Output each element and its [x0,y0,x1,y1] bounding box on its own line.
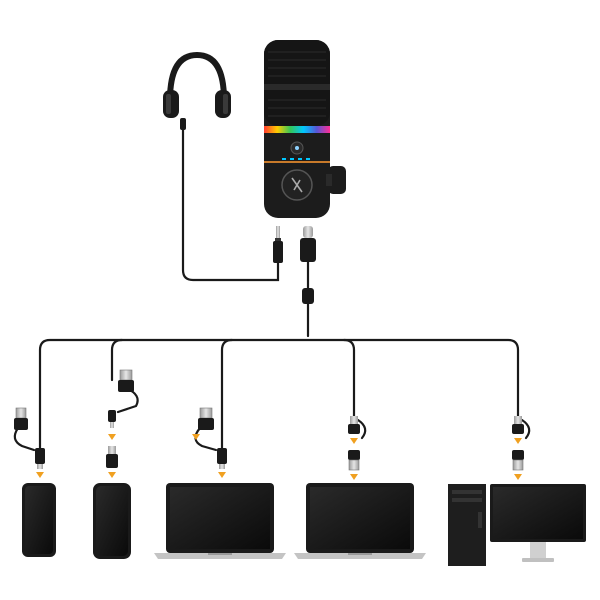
phone-right-connector [106,369,134,478]
desktop-connector [512,416,524,480]
rgb-ring [264,126,330,133]
branch-phone-right [110,338,124,382]
microphone-icon [264,40,346,218]
laptop-left-connector [192,407,227,478]
usb-c-plug-icon [300,226,316,262]
headphones-icon [163,51,231,130]
smartphone-icon [22,483,56,557]
desktop-adapter-loop [520,418,531,440]
cable-ferrite [302,288,314,304]
laptop-right-connector [348,416,360,480]
laptop-right-adapter-loop [356,418,367,440]
laptop-left-adapter-loop [194,426,218,452]
smartphone-icon [93,483,131,559]
laptop-icon [154,483,286,559]
branch-laptop-right [342,338,356,418]
cables [13,126,531,452]
audio-jack-icon [273,226,283,263]
phone-left-adapter-loop [13,426,36,452]
headphone-cable [181,126,280,282]
distribution-cable [38,338,520,450]
laptop-icon [294,483,426,559]
desktop-computer-icon [448,484,586,566]
branch-laptop-left [220,338,234,450]
mount-knob [328,166,346,194]
phone-left-connector [14,407,45,478]
